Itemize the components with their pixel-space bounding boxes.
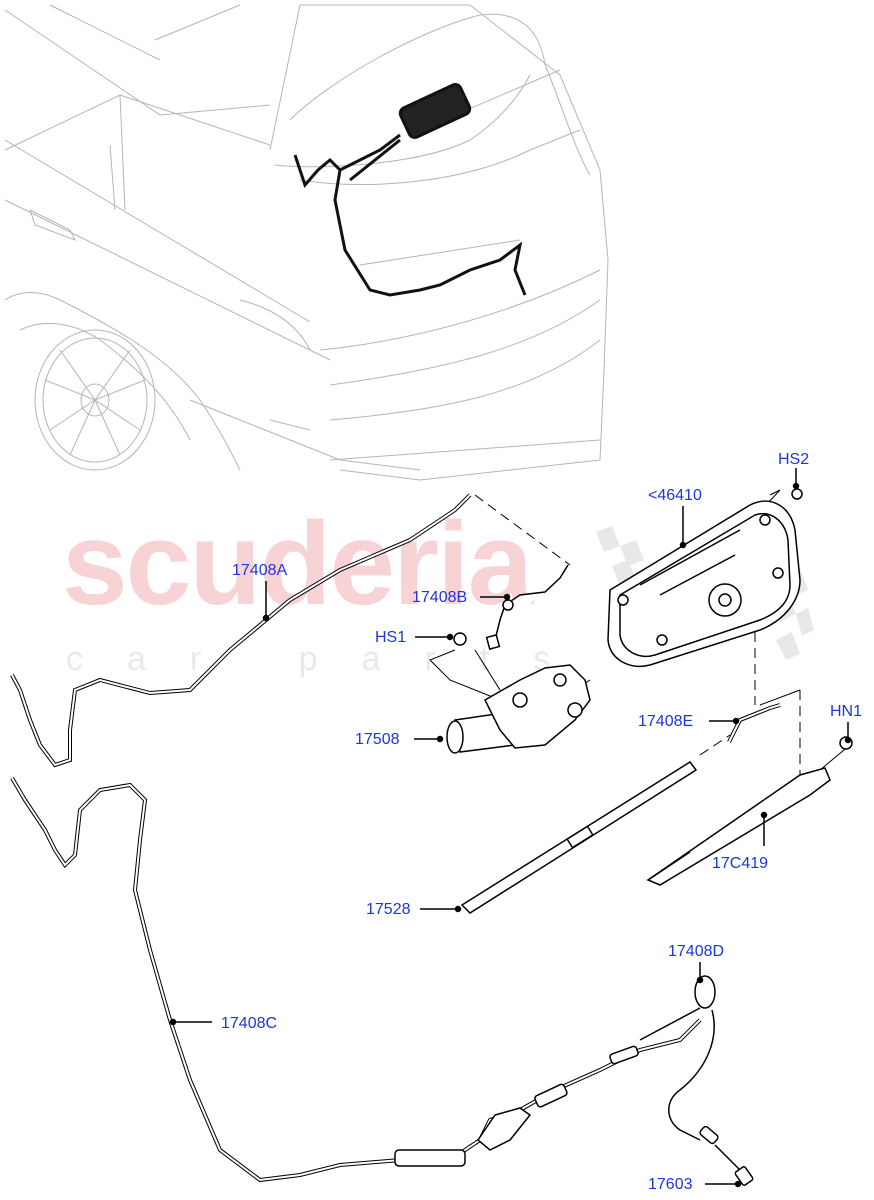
vehicle-harness bbox=[293, 83, 527, 297]
callout-17408a[interactable]: 17408A bbox=[232, 562, 288, 579]
callout-17528[interactable]: 17528 bbox=[366, 901, 411, 918]
callout-hs2[interactable]: HS2 bbox=[778, 451, 810, 468]
watermark-subtitle: car parts bbox=[66, 640, 595, 678]
callout-hn1[interactable]: HN1 bbox=[830, 703, 863, 720]
callout-17508[interactable]: 17508 bbox=[355, 731, 400, 748]
callout-17408b[interactable]: 17408B bbox=[412, 589, 468, 606]
callout-17408d[interactable]: 17408D bbox=[668, 943, 725, 960]
vehicle-outline bbox=[4, 4, 609, 481]
callout-17603[interactable]: 17603 bbox=[648, 1176, 693, 1193]
callout-17c419[interactable]: 17C419 bbox=[712, 855, 769, 872]
callout-17408e[interactable]: 17408E bbox=[638, 713, 694, 730]
callout-hs1[interactable]: HS1 bbox=[375, 629, 407, 646]
watermark-brand: scuderia bbox=[62, 498, 533, 630]
callout-17408c[interactable]: 17408C bbox=[221, 1015, 278, 1032]
callout-46410[interactable]: <46410 bbox=[648, 487, 702, 504]
